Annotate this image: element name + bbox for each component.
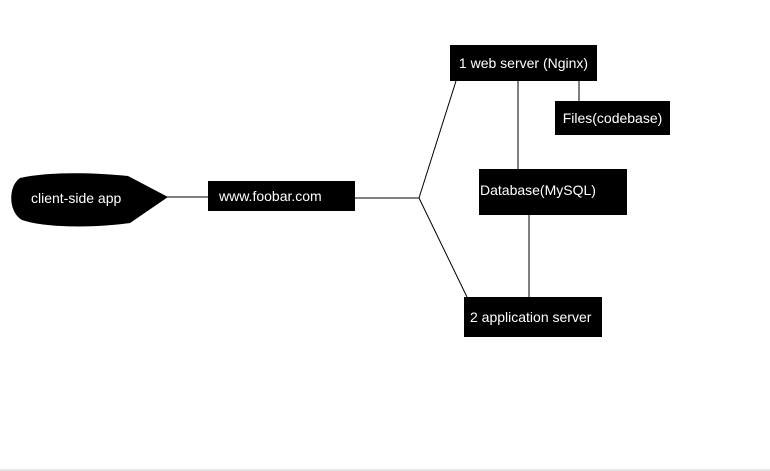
bottom-border [0, 469, 770, 471]
application-server-label: 2 application server [470, 309, 592, 325]
web-server-node: 1 web server (Nginx) [450, 45, 597, 81]
domain-label: www.foobar.com [219, 188, 322, 204]
files-node: Files(codebase) [555, 101, 670, 135]
application-server-node: 2 application server [464, 297, 602, 337]
link-junction-app [418, 197, 468, 298]
database-label: Database(MySQL) [480, 182, 596, 198]
client-shape [11, 173, 168, 227]
link-junction-web [418, 80, 457, 199]
web-server-label: 1 web server (Nginx) [458, 55, 589, 71]
client-label: client-side app [31, 190, 122, 206]
database-node: Database(MySQL) [479, 169, 627, 215]
domain-node: www.foobar.com [208, 181, 355, 211]
files-label: Files(codebase) [562, 110, 663, 126]
